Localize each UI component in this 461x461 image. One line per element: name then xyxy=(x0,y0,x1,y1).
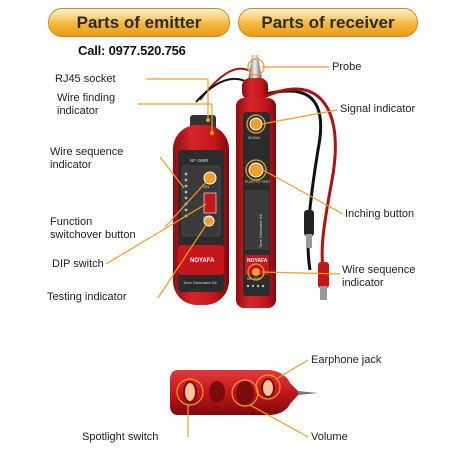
black-alligator-clip xyxy=(304,210,314,248)
wire-finding-label-line2: indicator xyxy=(57,104,99,117)
testing-indicator-label: Testing indicator xyxy=(47,291,127,303)
receiver-side-detail xyxy=(170,370,318,415)
dip-switch-label: DIP switch xyxy=(52,258,104,270)
emitter-model-text: NF-268R xyxy=(190,158,209,163)
emitter-body xyxy=(173,115,229,305)
receiver-model-text: NF-268R xyxy=(247,277,262,281)
emitter-leader-dots xyxy=(206,118,214,135)
receiver-brand-text: NOYAFA xyxy=(247,258,268,264)
emitter-parts-banner: Parts of emitter xyxy=(48,8,230,37)
signal-indicator-label: Signal indicator xyxy=(340,103,416,115)
earphone-jack-label: Earphone jack xyxy=(311,354,382,366)
emitter-leader-lines xyxy=(105,78,213,299)
wire-finding-label-line1: Wire finding xyxy=(57,92,116,104)
switch-on-text: ON xyxy=(203,184,209,189)
push-to-test-text: PUSH TO TEST xyxy=(245,180,271,184)
detail-leader-lines xyxy=(176,359,309,438)
receiver-leader-lines xyxy=(261,66,344,275)
emitter-brand-text: NOYAFA xyxy=(190,258,215,264)
emitter-wire-seq-line2: indicator xyxy=(50,158,92,171)
spotlight-switch-label: Spotlight switch xyxy=(82,431,159,443)
receiver-wire-seq-line2: indicator xyxy=(342,276,384,289)
red-alligator-clip xyxy=(318,262,329,300)
function-switchover-button-label: Function switchover button xyxy=(50,216,136,241)
rj45-socket-label: RJ45 socket xyxy=(55,73,116,85)
probe-label: Probe xyxy=(332,61,362,73)
emitter-wire-seq-line1: Wire sequence xyxy=(50,146,124,158)
red-cable xyxy=(261,87,337,286)
volume-label: Volume xyxy=(311,431,348,443)
wire-finding-indicator-label: Wire finding indicator xyxy=(57,92,115,117)
receiver-parts-banner: Parts of receiver xyxy=(238,8,418,37)
signal-small-text: SIGNAL xyxy=(248,136,261,140)
emitter-footer-text: Tone Generator Kit xyxy=(183,280,217,285)
wire-sequence-indicator-label-receiver: Wire sequence indicator xyxy=(342,264,415,289)
callout-rings xyxy=(245,58,267,281)
call-phone-number: Call: 0977.520.756 xyxy=(78,43,186,58)
receiver-side-text: Tone Generator Kit xyxy=(258,214,263,248)
switch-off-text: OFF xyxy=(203,215,212,220)
receiver-body xyxy=(236,55,276,308)
function-label-line2: switchover button xyxy=(50,228,136,241)
wire-sequence-indicator-label-emitter: Wire sequence indicator xyxy=(50,146,123,171)
inching-button-label: Inching button xyxy=(345,208,415,220)
receiver-wire-seq-line1: Wire sequence xyxy=(342,264,416,276)
function-label-line1: Function xyxy=(50,216,93,228)
